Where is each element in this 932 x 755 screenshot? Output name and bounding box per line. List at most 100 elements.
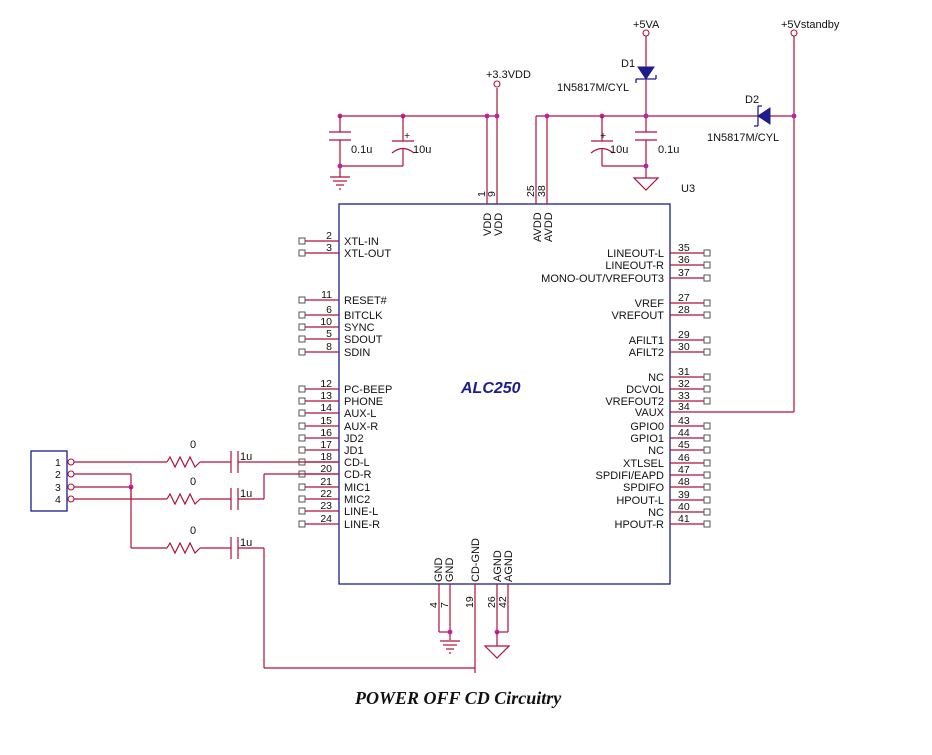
coupling-cap-3-value: 1u [240, 537, 252, 549]
pin-number-vdd-9: 9 [486, 191, 498, 197]
cap-0p1u-label-a: 0.1u [351, 144, 372, 156]
pin-label-sdout: SDOUT [344, 334, 383, 346]
pin-label-gpio0-43: GPIO0 [630, 421, 664, 433]
pin-number-xtlsel-46: 46 [678, 452, 690, 464]
pin-label-cd-r: CD-R [344, 469, 372, 481]
pin-label-xtlsel-46: XTLSEL [623, 458, 664, 470]
pin-pad-line-r [298, 520, 306, 528]
pin-number-vref-27: 27 [678, 292, 690, 304]
pin-label-dcvol-32: DCVOL [626, 384, 664, 396]
pin-label-avdd-38: AVDD [543, 212, 555, 242]
pin-pad-afilt1-29 [703, 336, 711, 344]
cap-10u-polarity-a: + [404, 130, 410, 142]
pin-number-nc-40: 40 [678, 501, 690, 513]
connector-pin-4: 4 [55, 494, 61, 506]
pin-number-mic2: 22 [320, 488, 332, 500]
pin-number-gpio1-44: 44 [678, 427, 690, 439]
pin-label-vrefout2-33: VREFOUT2 [605, 396, 664, 408]
pin-number-gpio0-43: 43 [678, 415, 690, 427]
pin-pad-sdout [298, 335, 306, 343]
diode-d1-symbol [637, 66, 655, 80]
pin-pad-vrefout-28 [703, 311, 711, 319]
pin-number-reset: 11 [321, 289, 332, 301]
pin-label-vref-27: VREF [635, 298, 665, 310]
cd-input-network: 0 1u 0 1u 0 1u [74, 439, 475, 669]
pin-label-agnd-26: AGND [492, 550, 504, 582]
pin-label-cd-gnd-19: CD-GND [470, 538, 482, 582]
pin-label-jd2: JD2 [344, 433, 364, 445]
pin-label-sdin: SDIN [344, 347, 370, 359]
connector-pin-1: 1 [55, 457, 61, 469]
resistor-1-value: 0 [190, 439, 196, 451]
coupling-cap-1-value: 1u [240, 451, 252, 463]
pin-pad-mic1 [298, 483, 306, 491]
cap-10u-label-b: 10u [610, 144, 628, 156]
vdd33-network: +3.3VDD 0.1u + 10u [329, 69, 531, 190]
pin-pad-vrefout2-33 [703, 397, 711, 405]
cap-10u-polarity-b: + [600, 130, 606, 142]
pin-number-nc-45: 45 [678, 439, 690, 451]
pin-number-lineout-r-36: 36 [678, 254, 690, 266]
pin-pad-hpout-r-41 [703, 520, 711, 528]
pin-pad-dcvol-32 [703, 385, 711, 393]
pin-number-lineout-l-35: 35 [678, 242, 690, 254]
pin-label-line-r: LINE-R [344, 519, 380, 531]
pin-pad-sync [298, 323, 306, 331]
connector-pin-2: 2 [55, 469, 61, 481]
pin-number-aux-l: 14 [320, 402, 332, 414]
pin-label-lineout-r-36: LINEOUT-R [605, 260, 664, 272]
pin-pad-mono-out-vrefout3-37 [703, 274, 711, 282]
pin-label-gpio1-44: GPIO1 [630, 433, 664, 445]
pin-label-xtl-out: XTL-OUT [344, 248, 391, 260]
pin-number-pc-beep: 12 [320, 378, 332, 390]
diode-d2-symbol [757, 107, 771, 125]
pin-pad-jd2 [298, 434, 306, 442]
pin-number-sdout: 5 [326, 328, 332, 340]
pin-label-phone: PHONE [344, 396, 383, 408]
pin-number-sdin: 8 [326, 341, 332, 353]
pin-number-cd-gnd-19: 19 [464, 596, 476, 608]
pin-label-agnd-42: AGND [503, 550, 515, 582]
pin-pad-aux-r [298, 422, 306, 430]
pin-number-sync: 10 [320, 316, 332, 328]
pin-label-cd-l: CD-L [344, 457, 370, 469]
pin-label-gnd-7: GND [444, 558, 456, 583]
pin-label-vdd-9: VDD [493, 213, 505, 236]
pin-number-gnd-4: 4 [428, 602, 440, 608]
pin-pad-nc-45 [703, 446, 711, 454]
cd-connector-body [30, 450, 68, 512]
pin-number-gnd-7: 7 [439, 602, 451, 608]
pin-number-nc-31: 31 [678, 366, 690, 378]
pin-pad-spdifi-eapd-47 [703, 471, 711, 479]
pin-pad-reset [298, 296, 306, 304]
pin-label-jd1: JD1 [344, 445, 364, 457]
cd-connector: 1 2 3 4 [30, 450, 75, 512]
pin-label-mono-out-vrefout3-37: MONO-OUT/VREFOUT3 [541, 273, 664, 285]
pin-number-mono-out-vrefout3-37: 37 [678, 267, 690, 279]
pin-label-spdifi-eapd-47: SPDIFI/EAPD [596, 470, 665, 482]
coupling-cap-2-value: 1u [240, 488, 252, 500]
analog-ground-symbol-bottom [483, 645, 511, 659]
pin-number-avdd-25: 25 [525, 185, 537, 197]
pin-number-xtl-out: 3 [326, 242, 332, 254]
pin-pad-mic2 [298, 495, 306, 503]
pin-label-mic1: MIC1 [344, 482, 370, 494]
pin-pad-aux-l [298, 409, 306, 417]
pin-number-vrefout-28: 28 [678, 304, 690, 316]
pin-number-vdd-1: 1 [476, 191, 488, 197]
vstandby-network: +5Vstandby D2 1N5817M/CYL [670, 19, 840, 413]
pin-label-avdd-25: AVDD [532, 212, 544, 242]
ic-ref-label: U3 [681, 183, 695, 195]
diode-d2-ref: D2 [745, 94, 759, 106]
pin-pad-sdin [298, 348, 306, 356]
pin-number-vaux-34: 34 [678, 401, 690, 413]
pin-label-spdifo-48: SPDIFO [623, 482, 664, 494]
pin-number-phone: 13 [320, 390, 332, 402]
resistor-2-value: 0 [190, 476, 196, 488]
pin-label-afilt2-30: AFILT2 [629, 347, 664, 359]
pin-label-nc-40: NC [648, 507, 664, 519]
diode-d2-part: 1N5817M/CYL [707, 132, 779, 144]
pin-number-aux-r: 15 [320, 415, 332, 427]
